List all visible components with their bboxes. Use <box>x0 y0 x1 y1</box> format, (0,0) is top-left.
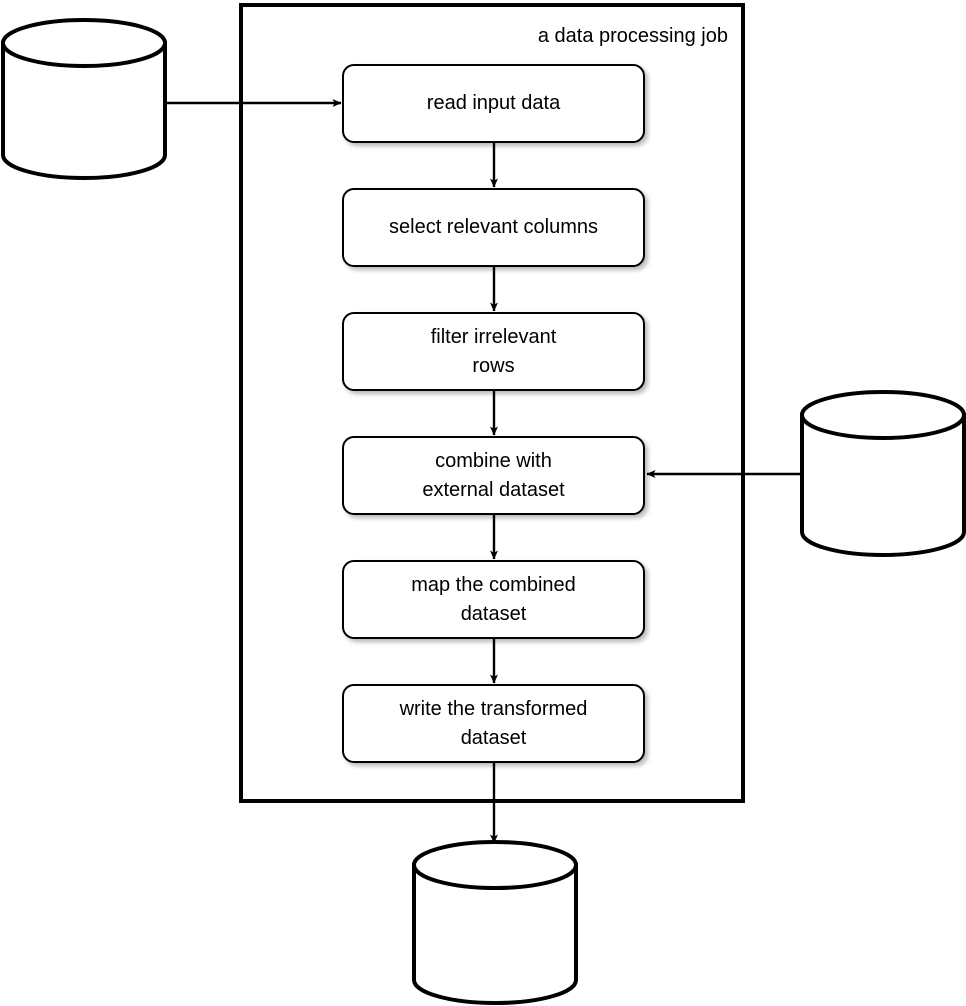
process-label: filter irrelevant rows <box>430 325 557 377</box>
process-node-select-relevant-columns[interactable]: select relevant columns <box>342 188 645 267</box>
process-label: select relevant columns <box>389 216 598 238</box>
output-datastore-shape <box>412 840 578 1005</box>
process-label: read input data <box>426 92 561 114</box>
process-node-map-the-combined-dataset[interactable]: map the combined dataset <box>342 560 645 639</box>
process-node-filter-irrelevant-rows[interactable]: filter irrelevant rows <box>342 312 645 391</box>
data-processing-job-container[interactable]: a data processing job <box>239 3 745 803</box>
input-datastore-shape <box>0 18 167 180</box>
process-node-combine-with-external-dataset[interactable]: combine with external dataset <box>342 436 645 515</box>
process-label: combine with external dataset <box>422 449 565 501</box>
external-datastore-shape <box>800 390 966 557</box>
process-label: map the combined dataset <box>411 573 576 625</box>
process-node-write-the-transformed-dataset[interactable]: write the transformed dataset <box>342 684 645 763</box>
process-node-read-input-data[interactable]: read input data <box>342 64 645 143</box>
container-title: a data processing job <box>537 25 728 47</box>
process-label: write the transformed dataset <box>399 697 588 749</box>
